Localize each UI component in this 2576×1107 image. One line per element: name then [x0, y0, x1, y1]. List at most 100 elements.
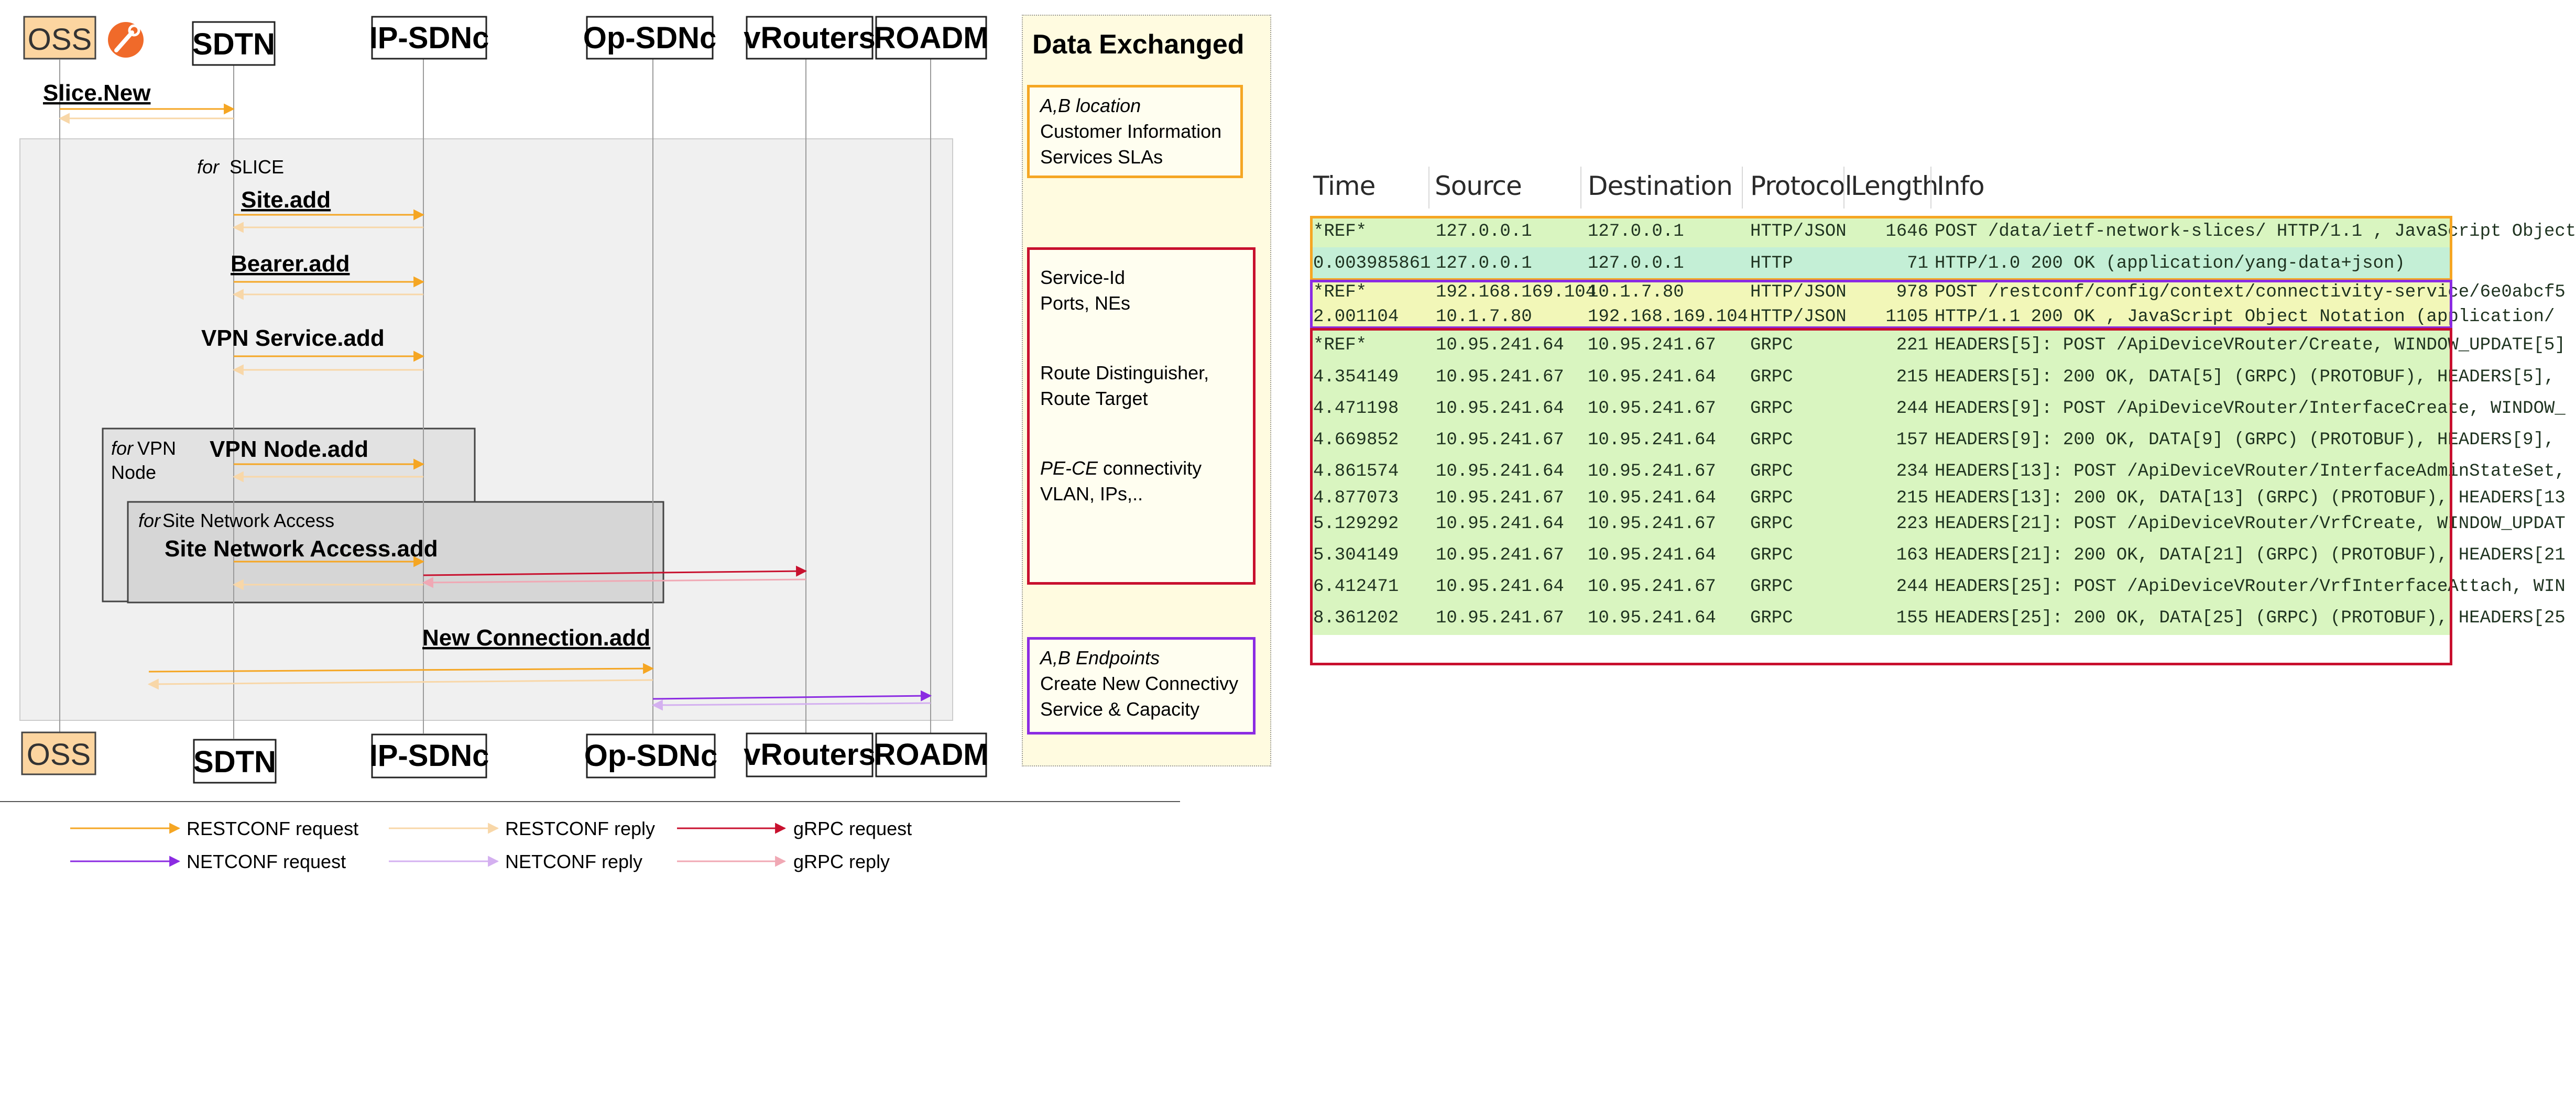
- cell-length: 215: [1896, 367, 1928, 387]
- cell-destination: 10.95.241.67: [1588, 577, 1716, 597]
- arrow-netconf-reply: [651, 699, 931, 711]
- cell-source: 10.95.241.64: [1436, 335, 1564, 355]
- data-red-line2: Ports, NEs: [1040, 292, 1131, 314]
- participant-op-sdnc-bottom-box: [586, 733, 716, 779]
- cell-info: HEADERS[13]: POST /ApiDeviceVRouter/Inte…: [1935, 462, 2566, 481]
- data-purple-line3: Service & Capacity: [1040, 698, 1200, 720]
- cell-protocol: GRPC: [1750, 430, 1793, 450]
- col-protocol[interactable]: Protocol: [1750, 171, 1852, 201]
- cell-destination: 10.95.241.64: [1588, 488, 1716, 508]
- cell-time: *REF*: [1313, 282, 1367, 302]
- cell-source: 10.95.241.67: [1436, 488, 1564, 508]
- data-red-line3: Route Distinguisher,: [1040, 362, 1209, 383]
- arrow-netconf-request: [652, 690, 932, 702]
- legend-restconf-request: RESTCONF request: [187, 818, 358, 839]
- participant-roadm-top-box: [875, 16, 987, 60]
- cell-destination: 10.95.241.67: [1588, 399, 1716, 419]
- col-separator: [1930, 167, 1931, 209]
- cell-protocol: GRPC: [1750, 399, 1793, 419]
- cell-info: HEADERS[25]: POST /ApiDeviceVRouter/VrfI…: [1935, 577, 2566, 597]
- data-red-line1: Service-Id: [1040, 267, 1126, 288]
- col-info[interactable]: Info: [1937, 171, 1985, 201]
- cell-source: 192.168.169.104: [1436, 282, 1597, 302]
- col-separator: [1742, 167, 1743, 209]
- cell-protocol: GRPC: [1750, 514, 1793, 534]
- cell-length: 221: [1896, 335, 1928, 355]
- cell-time: 6.412471: [1313, 577, 1399, 597]
- message-vpn-service-add: VPN Service.add: [201, 325, 385, 351]
- message-vpn-node-add: VPN Node.add: [210, 436, 368, 462]
- participant-ip-sdnc-top-box: [371, 16, 487, 60]
- cell-protocol: GRPC: [1750, 367, 1793, 387]
- cell-length: 223: [1896, 514, 1928, 534]
- cell-length: 71: [1907, 254, 1928, 273]
- cell-protocol: GRPC: [1750, 577, 1793, 597]
- participant-vrouters-top-box: [746, 16, 874, 60]
- col-time[interactable]: Time: [1313, 171, 1376, 201]
- message-site-network-access-add: Site Network Access.add: [165, 536, 438, 562]
- data-red-connectivity: connectivity: [1098, 457, 1202, 479]
- participant-oss-bottom-box: [21, 731, 96, 775]
- cell-destination: 10.95.241.67: [1588, 335, 1716, 355]
- cell-source: 10.95.241.67: [1436, 430, 1564, 450]
- cell-info: HEADERS[13]: 200 OK, DATA[13] (GRPC) (PR…: [1935, 488, 2566, 508]
- cell-destination: 10.95.241.67: [1588, 462, 1716, 481]
- participant-roadm-top: ROADM: [874, 21, 988, 55]
- cell-protocol: HTTP/JSON: [1750, 307, 1847, 327]
- participant-ip-sdnc-bottom-box: [371, 733, 487, 779]
- participant-roadm-bottom: ROADM: [874, 738, 988, 772]
- sequence-diagram: OSS SDTN IP-SDNc Op-SDNc vRouters ROADM …: [0, 16, 1180, 872]
- cell-source: 127.0.0.1: [1436, 254, 1532, 273]
- loop-vpn-node-label-2: Node: [111, 462, 156, 483]
- cell-destination: 192.168.169.104: [1588, 307, 1749, 327]
- arrow-grpc-reply: [422, 577, 806, 588]
- participant-sdtn-top: SDTN: [192, 27, 275, 61]
- data-orange-line2: Customer Information: [1040, 120, 1222, 142]
- col-separator: [1843, 167, 1844, 209]
- cell-destination: 10.95.241.64: [1588, 430, 1716, 450]
- cell-protocol: HTTP/JSON: [1750, 282, 1847, 302]
- data-box-restconf: A,B location Customer Information Servic…: [1027, 85, 1243, 178]
- col-separator: [1428, 167, 1429, 209]
- participant-vrouters-top: vRouters: [744, 21, 875, 55]
- data-purple-line1: A,B Endpoints: [1040, 647, 1160, 668]
- data-box-grpc: Service-Id Ports, NEs Route Distinguishe…: [1027, 247, 1256, 585]
- cell-protocol: HTTP: [1750, 254, 1793, 273]
- data-red-pe-ce: PE-CE: [1040, 457, 1098, 479]
- participant-oss-bottom: OSS: [27, 738, 91, 772]
- cell-destination: 10.95.241.64: [1588, 545, 1716, 565]
- col-source[interactable]: Source: [1435, 171, 1522, 201]
- cell-source: 10.95.241.67: [1436, 367, 1564, 387]
- loop-sna-keyword: for: [138, 510, 161, 531]
- cell-length: 234: [1896, 462, 1928, 481]
- data-purple-line2: Create New Connectivy: [1040, 673, 1239, 694]
- data-box-netconf: A,B Endpoints Create New Connectivy Serv…: [1027, 637, 1256, 735]
- loop-sna-label: Site Network Access: [162, 510, 334, 531]
- col-length[interactable]: Length: [1851, 171, 1938, 201]
- participant-oss-top: OSS: [28, 23, 92, 57]
- loop-vpn-node-label-1: VPN: [137, 437, 176, 459]
- capture-group-netconf: [1310, 280, 2452, 329]
- col-separator: [1580, 167, 1581, 209]
- cell-time: *REF*: [1313, 335, 1367, 355]
- cell-protocol: GRPC: [1750, 335, 1793, 355]
- participant-op-sdnc-bottom: Op-SDNc: [584, 739, 718, 773]
- col-destination[interactable]: Destination: [1588, 171, 1733, 201]
- participant-ip-sdnc-top: IP-SDNc: [369, 21, 489, 55]
- cell-time: 5.304149: [1313, 545, 1399, 565]
- legend-netconf-reply: NETCONF reply: [505, 851, 642, 872]
- cell-protocol: GRPC: [1750, 545, 1793, 565]
- capture-group-grpc: [1310, 328, 2452, 665]
